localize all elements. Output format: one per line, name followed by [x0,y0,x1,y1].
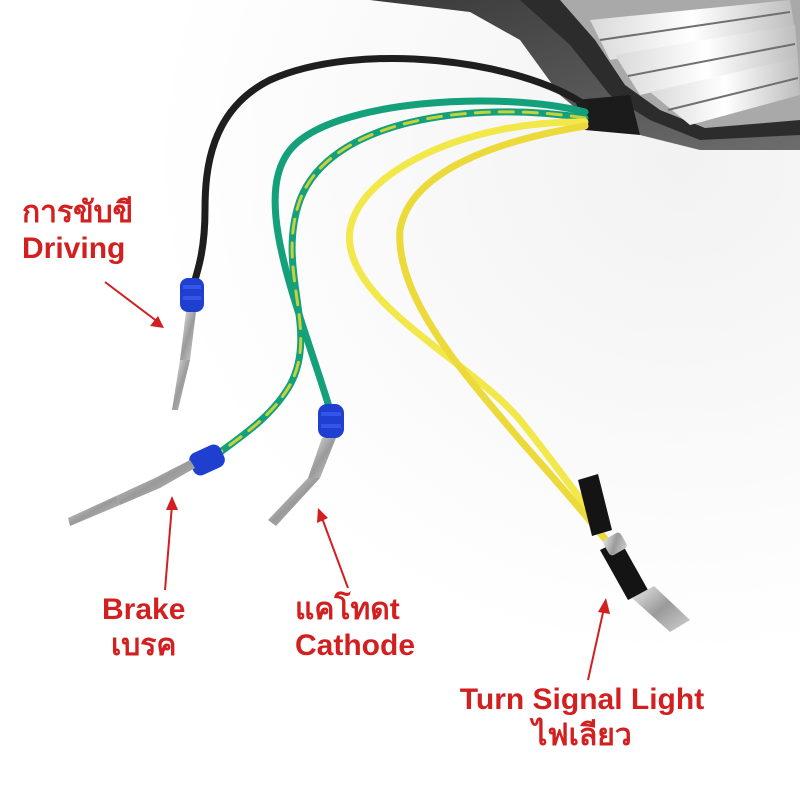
cathode-label-english: Cathode [295,629,415,662]
green-wire [271,97,589,414]
cathode-label: แคโทดt Cathode [295,592,415,664]
turn-signal-connectors [578,474,690,632]
black-wire [188,54,589,294]
arrow-brake [164,496,178,591]
turn-signal-label: Turn Signal Light ไฟเลียว [432,682,732,754]
driving-label: การขับขี Driving [22,195,133,267]
yellow-wire-2 [396,122,614,549]
cathode-terminal [268,404,344,526]
brake-terminal [68,444,225,526]
brake-label-english: Brake [102,593,186,626]
green-yellow-wire [206,108,589,464]
cathode-label-thai: แคโทดt [295,593,400,626]
driving-label-thai: การขับขี [22,196,134,229]
brake-label: Brake เบรค [102,592,185,664]
tail-lamp [370,0,800,150]
yellow-wire-1 [346,118,594,514]
driving-terminal [172,278,204,410]
turn-signal-label-thai: ไฟเลียว [532,719,632,752]
driving-label-english: Driving [22,232,126,265]
arrow-turn-signal [587,598,610,681]
arrow-cathode [317,508,349,589]
arrow-driving [104,281,164,328]
turn-signal-label-english: Turn Signal Light [459,683,705,716]
brake-label-thai: เบรค [110,629,177,662]
